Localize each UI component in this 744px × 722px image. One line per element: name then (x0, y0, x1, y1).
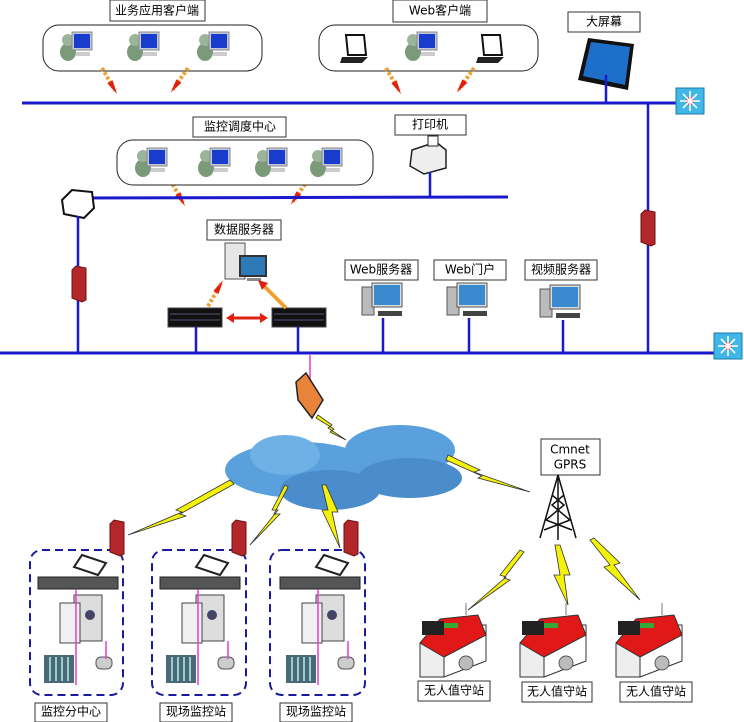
web-clients-label: Web客户端 (409, 3, 471, 18)
unattended-station-label: 无人值守站 (424, 683, 484, 698)
field-station-label: 现场监控站 (286, 705, 346, 719)
video-server-label: 视频服务器 (531, 262, 591, 277)
firewall-icon (71, 265, 87, 303)
gprs-label-line1: Cmnet (550, 443, 590, 457)
station-equipment-icon (37, 554, 361, 686)
big-screen-label: 大屏幕 (586, 15, 622, 29)
business-clients-label: 业务应用客户端 (115, 3, 199, 18)
web-portal-icon (446, 282, 488, 317)
web-portal-label: Web门户 (445, 262, 495, 277)
firewall-icon (640, 209, 656, 247)
arrow-icon (97, 64, 479, 210)
firewall-icon (109, 519, 359, 557)
data-server-icon (224, 242, 268, 282)
web-server-icon (361, 282, 403, 317)
gprs-label-line2: GPRS (554, 458, 587, 472)
radio-tower-icon (539, 474, 577, 540)
monitor-center-group (116, 139, 374, 186)
monitor-center-label: 监控调度中心 (204, 119, 276, 134)
field-station-box (269, 549, 366, 696)
video-server-icon (539, 284, 581, 319)
big-screen-icon (578, 38, 634, 90)
hub-icon (60, 188, 96, 220)
unattended-station-label: 无人值守站 (527, 684, 587, 699)
arrow-icon (203, 276, 288, 323)
core-switch-icon (713, 332, 743, 360)
data-server-label: 数据服务器 (214, 222, 274, 237)
middle-bus (77, 195, 509, 200)
firewall-brick-icon (295, 371, 324, 420)
unattended-station-label: 无人值守站 (626, 684, 686, 699)
lightning-icon (127, 414, 641, 611)
field-station-box (151, 549, 247, 696)
web-server-label: Web服务器 (350, 262, 412, 277)
unattended-station-house-icon (419, 602, 683, 678)
core-switch-icon (675, 87, 705, 115)
printer-icon (409, 135, 447, 175)
sub-center-box (29, 549, 124, 696)
field-station-label: 现场监控站 (166, 705, 226, 719)
printer-label: 打印机 (412, 118, 448, 132)
cloud-icon (225, 425, 462, 510)
sub-center-label: 监控分中心 (41, 704, 101, 719)
